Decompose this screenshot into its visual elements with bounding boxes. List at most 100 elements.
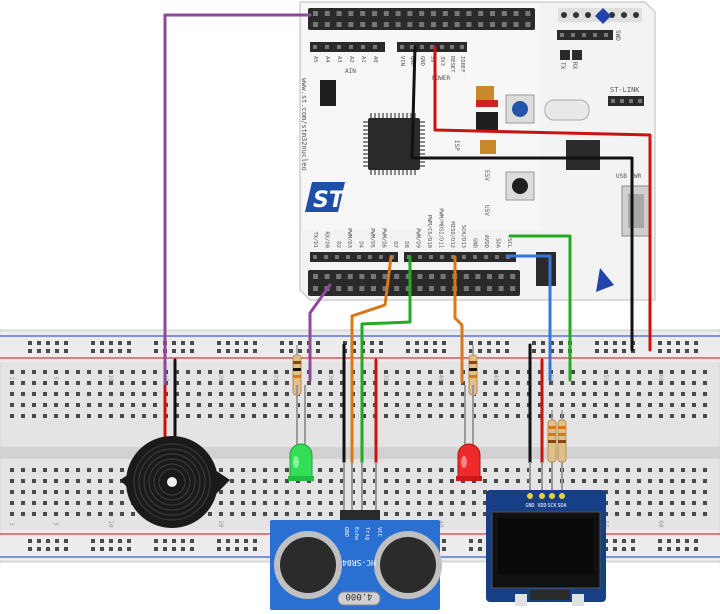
analog-pin-label: A4 bbox=[324, 56, 330, 63]
column-number: 60 bbox=[657, 374, 664, 382]
capacitor-1 bbox=[476, 86, 494, 100]
column-number: 10 bbox=[107, 374, 114, 382]
digital-pin-label: PWM/D3 bbox=[346, 228, 352, 248]
wire-red-5v bbox=[433, 45, 652, 352]
wires bbox=[163, 13, 652, 464]
digital-pin-label: SCL bbox=[506, 238, 512, 249]
tx-rx-leds bbox=[560, 50, 582, 60]
e5v-label: E5V bbox=[483, 170, 490, 181]
stlink-chip bbox=[566, 140, 600, 170]
digital-pin-label: AVDD bbox=[483, 235, 489, 248]
digital-pin-label: D4 bbox=[358, 241, 364, 248]
analog-pin-label: A0 bbox=[372, 56, 378, 63]
wire-orange-led bbox=[453, 255, 464, 384]
swd-label: SWD bbox=[614, 30, 621, 41]
digital-pin-label: D8 bbox=[403, 241, 409, 248]
sensor-pin-label: Trig bbox=[364, 527, 370, 540]
sensor-pin-label: VCC bbox=[376, 527, 382, 537]
digital-pin-label: SCK/D13 bbox=[460, 225, 466, 248]
column-number: 25 bbox=[272, 374, 279, 382]
column-number: 1 bbox=[8, 522, 15, 526]
digital-pin-label: D7 bbox=[392, 241, 398, 248]
red-led bbox=[456, 385, 482, 481]
oled-pin-label: SCK bbox=[547, 503, 556, 509]
arduino-digital-header bbox=[310, 252, 516, 262]
sensor-crystal-text: 4.000 bbox=[345, 591, 372, 601]
morpho-header-bottom bbox=[308, 270, 520, 296]
wire-green-echo bbox=[360, 255, 412, 464]
sensor-pin-label: Echo bbox=[353, 527, 359, 540]
mcu-chip bbox=[368, 118, 420, 170]
green-led bbox=[288, 385, 314, 481]
center-channel bbox=[0, 447, 720, 459]
tx-label: TX bbox=[559, 62, 566, 70]
board-logo-small bbox=[596, 268, 614, 292]
power-pin-label: VIN bbox=[399, 56, 405, 66]
oled-pin-label: SDA bbox=[557, 503, 566, 509]
voltage-regulator bbox=[320, 80, 336, 106]
regulator-2 bbox=[476, 112, 498, 130]
resistor bbox=[547, 410, 557, 470]
crystal bbox=[544, 99, 590, 121]
power-pin-label: 5V bbox=[429, 56, 435, 63]
digital-pin-label: PWM/D9 bbox=[415, 228, 421, 248]
column-number: 35 bbox=[382, 374, 389, 382]
stlink-header bbox=[608, 96, 644, 106]
user-button[interactable] bbox=[505, 171, 535, 201]
isp-label: ISP bbox=[453, 140, 460, 151]
digital-pin-label: MISO/D12 bbox=[449, 222, 455, 249]
wire-purple-buzzer bbox=[163, 13, 312, 387]
wire-green-sda bbox=[508, 234, 572, 382]
digital-pin-label: RX/D0 bbox=[323, 231, 329, 248]
buzzer bbox=[120, 385, 230, 528]
column-number: 45 bbox=[492, 374, 499, 382]
column-number: 40 bbox=[437, 374, 444, 382]
st-diamond-logo bbox=[595, 8, 611, 24]
column-number: 10 bbox=[107, 520, 114, 528]
digital-pin-label: SDA bbox=[494, 238, 500, 249]
column-number: 40 bbox=[437, 520, 444, 528]
analog-pin-label: A1 bbox=[360, 56, 366, 63]
digital-pin-label: PWM/D5 bbox=[369, 228, 375, 248]
power-pin-label: GND bbox=[419, 56, 425, 66]
digital-pin-label: PWM/CS/D10 bbox=[426, 215, 432, 248]
digital-pin-label: GND bbox=[472, 238, 478, 248]
u5v-label: U5V bbox=[483, 205, 490, 216]
wire-orange-trig bbox=[350, 255, 393, 464]
power-pin-label: IOREF bbox=[459, 56, 465, 73]
column-number: 30 bbox=[327, 374, 334, 382]
led-indicator bbox=[476, 100, 498, 107]
reset-button[interactable] bbox=[505, 94, 535, 124]
analog-pin-label: A3 bbox=[336, 56, 342, 63]
power-label: POWER bbox=[432, 75, 450, 82]
usb-pwr-label: USB PWR bbox=[616, 173, 642, 180]
stlink-label: ST-LINK bbox=[610, 86, 640, 94]
column-number: 5 bbox=[52, 376, 59, 380]
board-url: www.st.com/stm32nucleo bbox=[300, 78, 308, 171]
digital-pin-label: PWM/MOSI/D11 bbox=[437, 208, 443, 248]
wire-blue-scl bbox=[505, 254, 552, 382]
digital-pin-label: PWM/D6 bbox=[380, 228, 386, 248]
sensor-pin-label: GND bbox=[343, 527, 349, 537]
analog-pin-label: A2 bbox=[348, 56, 354, 63]
wire-purple-led bbox=[308, 283, 332, 382]
column-number: 55 bbox=[602, 374, 609, 382]
capacitor-2 bbox=[480, 140, 496, 154]
column-number: 5 bbox=[52, 522, 59, 526]
power-pin-label: GND bbox=[409, 56, 415, 66]
oled-pin-label: GND bbox=[525, 503, 534, 509]
column-number: 60 bbox=[657, 520, 664, 528]
power-pin-label: RESET bbox=[449, 56, 455, 73]
column-number: 1 bbox=[8, 376, 15, 380]
rx-label: RX bbox=[571, 62, 578, 70]
sensor-pin-labels: VCC Trig Echo GND bbox=[343, 527, 382, 540]
st-logo-text: ST bbox=[313, 188, 346, 213]
usb-connector[interactable] bbox=[621, 185, 651, 237]
